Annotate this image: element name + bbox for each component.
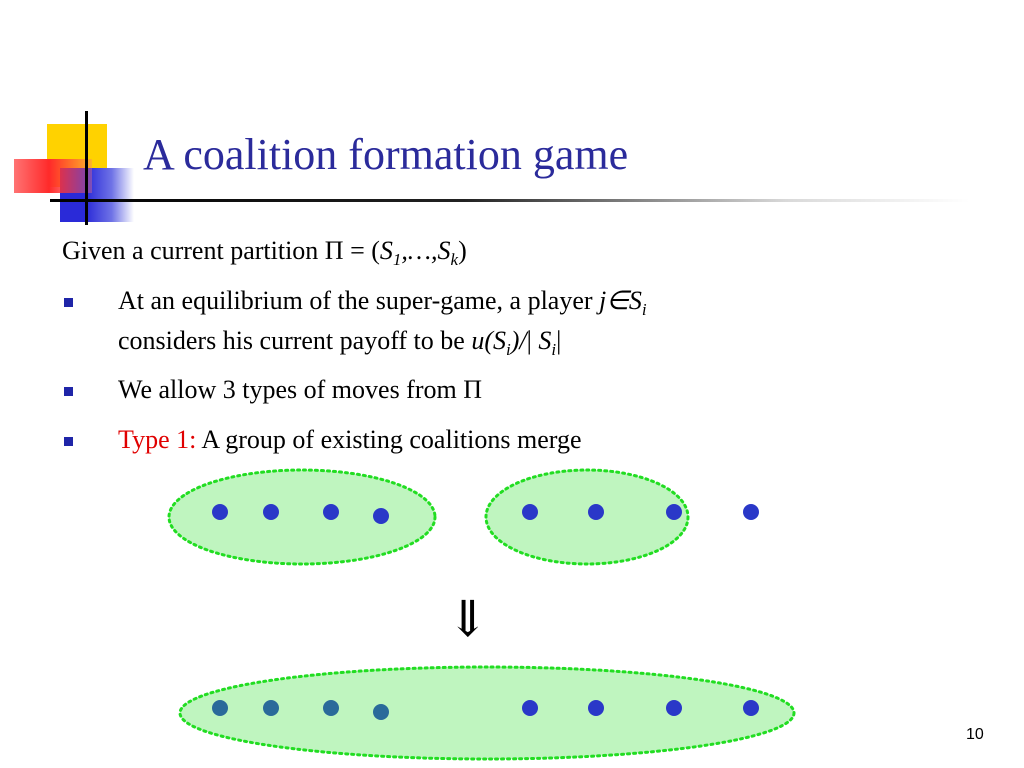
intro-suffix: ) (458, 236, 467, 265)
coalition-ellipse-b (484, 468, 690, 566)
slide-title: A coalition formation game (143, 130, 629, 179)
intro-line: Given a current partition Π = (S1,…,Sk) (62, 235, 467, 269)
bullet-1-line-2: considers his current payoff to be u(Si)… (118, 325, 562, 359)
type-1-label: Type 1: (118, 425, 197, 454)
decor-red-bar (14, 159, 92, 193)
intro-s1: S (379, 236, 393, 265)
player-dot (522, 700, 538, 716)
coalition-ellipse-a (167, 468, 437, 566)
intro-ellipsis: ,…, (401, 236, 438, 265)
player-dot (373, 508, 389, 524)
bullet-1-expr-close: )/ (510, 326, 527, 355)
player-dot (588, 504, 604, 520)
intro-sk: S (437, 236, 451, 265)
player-dot (522, 504, 538, 520)
title-underline (50, 199, 970, 202)
bullet-3: Type 1: A group of existing coalitions m… (118, 424, 581, 456)
bullet-1-var-sub: i (641, 300, 647, 319)
merged-coalition-ellipse (178, 665, 796, 761)
bullet-1-bar: | (526, 326, 539, 355)
bullet-marker (64, 437, 73, 446)
player-dot (666, 700, 682, 716)
bullet-2: We allow 3 types of moves from Π (118, 375, 482, 404)
decor-vertical-line (85, 111, 88, 225)
bullet-1-s-sub: i (551, 340, 557, 359)
player-dot (666, 504, 682, 520)
player-dot (588, 700, 604, 716)
bullet-1-expr: u(S (471, 326, 506, 355)
intro-sk-sub: k (450, 250, 459, 269)
bullet-1-line-1: At an equilibrium of the super-game, a p… (118, 285, 647, 319)
player-dot (212, 504, 228, 520)
intro-prefix: Given a current partition Π = ( (62, 236, 380, 265)
bullet-1-text-b: considers his current payoff to be (118, 326, 472, 355)
player-dot (323, 700, 339, 716)
bullet-1-s: S (538, 326, 552, 355)
player-dot (323, 504, 339, 520)
player-dot (263, 504, 279, 520)
bullet-1-expr-sub: i (505, 340, 511, 359)
bullet-marker (64, 387, 73, 396)
bullet-1-var: j∈S (599, 286, 642, 315)
bullet-1-end: | (556, 326, 562, 355)
bullet-marker (64, 298, 73, 307)
intro-s1-sub: 1 (392, 250, 402, 269)
player-dot (263, 700, 279, 716)
slide-number: 10 (966, 726, 984, 743)
player-dot (212, 700, 228, 716)
player-dot (743, 700, 759, 716)
singleton-player-dot (743, 504, 759, 520)
bullet-1-text-a: At an equilibrium of the super-game, a p… (118, 286, 600, 315)
merge-arrow: ⇓ (447, 590, 489, 648)
type-1-text: A group of existing coalitions merge (196, 425, 582, 454)
player-dot (373, 704, 389, 720)
